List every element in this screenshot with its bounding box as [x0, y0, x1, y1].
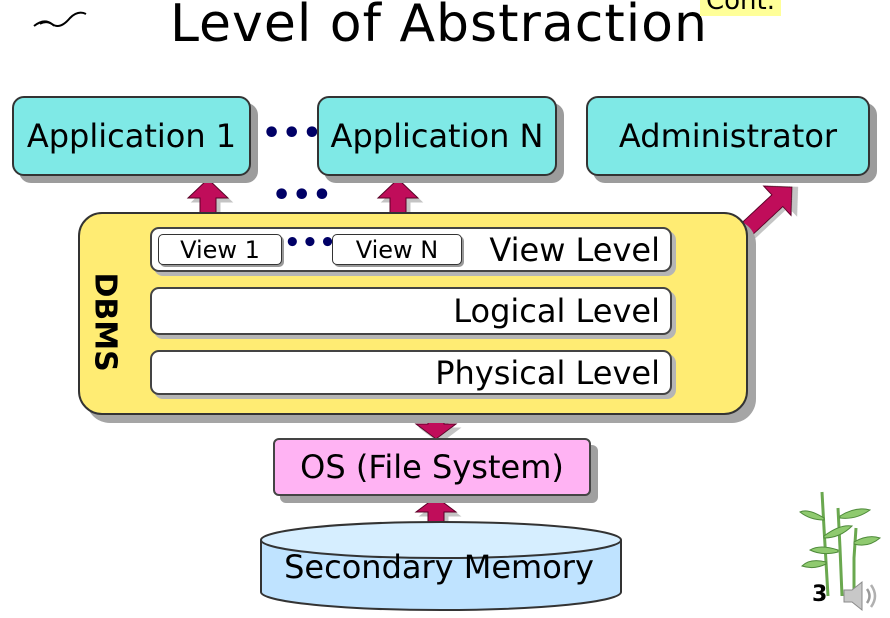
os-file-system-label: OS (File System): [300, 448, 564, 486]
view-n-box: View N: [332, 234, 462, 265]
bamboo-decoration-icon: [799, 491, 882, 597]
application-n-box: Application N: [317, 96, 557, 176]
secondary-memory-cylinder: [260, 521, 622, 611]
logical-level-box: Logical Level: [150, 287, 672, 335]
ellipsis-between-apps: •••: [262, 116, 323, 151]
speaker-icon[interactable]: [840, 578, 884, 614]
page-title: Level of Abstraction: [170, 0, 708, 54]
administrator-label: Administrator: [618, 117, 838, 155]
application-1-label: Application 1: [26, 117, 237, 155]
application-n-label: Application N: [330, 117, 544, 155]
cont-badge: Cont.: [700, 0, 781, 16]
ellipsis-between-views: •••: [284, 228, 337, 258]
physical-level-label: Physical Level: [435, 353, 660, 392]
view-n-label: View N: [355, 235, 439, 264]
view-1-label: View 1: [180, 235, 260, 264]
view-1-box: View 1: [158, 234, 282, 265]
logical-level-label: Logical Level: [453, 292, 660, 330]
logo-swoosh-icon: [33, 11, 87, 27]
physical-level-box: Physical Level: [150, 350, 672, 395]
application-1-box: Application 1: [12, 96, 251, 176]
os-file-system-box: OS (File System): [273, 438, 591, 496]
ellipsis-below-apps: •••: [272, 178, 333, 213]
page-number: 3: [812, 582, 828, 607]
secondary-memory-label: Secondary Memory: [284, 548, 594, 586]
administrator-box: Administrator: [586, 96, 870, 176]
view-level-label: View Level: [489, 230, 660, 269]
dbms-label: DBMS: [87, 272, 123, 372]
